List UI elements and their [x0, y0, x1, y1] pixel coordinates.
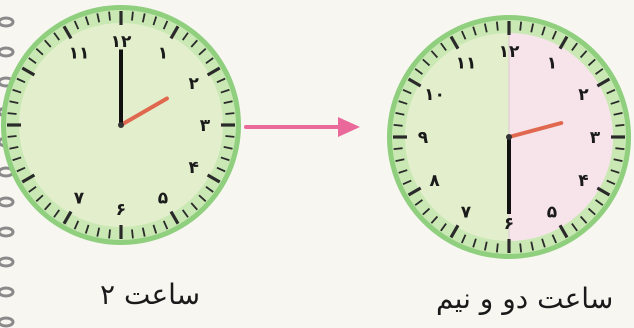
- clock-numeral: ۵: [547, 202, 557, 222]
- spiral-ring: [0, 318, 13, 326]
- clock-numeral: ۳: [590, 128, 601, 148]
- clock-numeral: ۹: [418, 128, 429, 148]
- clock-numeral: ۴: [189, 158, 199, 178]
- caption-two-oclock: ساعت ۲: [100, 278, 200, 311]
- minute-tick: [8, 136, 17, 137]
- clock-two-oclock: ۱۲۱۲۳۴۵۶۷۱۱: [0, 2, 244, 248]
- clock-numeral: ۱: [158, 43, 168, 63]
- minute-tick: [394, 148, 403, 149]
- clock-center-pin: [506, 134, 512, 140]
- caption-half-past-two: ساعت دو و نیم: [436, 282, 613, 315]
- minute-tick: [132, 12, 133, 21]
- minute-tick: [109, 229, 110, 238]
- clock-numeral: ۶: [116, 200, 126, 220]
- clock-numeral: ۱۲: [111, 32, 132, 52]
- clock-numeral: ۷: [74, 189, 85, 209]
- clock-numeral: ۱۱: [69, 43, 90, 63]
- minute-tick: [497, 243, 498, 252]
- clock-numeral: ۲: [189, 74, 200, 94]
- clock-numeral: ۱: [547, 54, 557, 74]
- clock-numeral: ۸: [429, 171, 440, 191]
- clock-numeral: ۶: [504, 214, 514, 234]
- clock-numeral: ۳: [200, 116, 211, 136]
- spiral-ring: [0, 258, 13, 266]
- minute-tick: [615, 148, 624, 149]
- clock-numeral: ۱۱: [456, 54, 477, 74]
- minute-tick: [497, 22, 498, 31]
- minute-tick: [132, 229, 133, 238]
- minute-tick: [520, 22, 521, 31]
- clock-numeral: ۴: [578, 171, 588, 191]
- right-arrow-icon: [244, 112, 362, 142]
- clock-numeral: ۱۲: [499, 42, 520, 62]
- minute-tick: [520, 243, 521, 252]
- minute-tick: [394, 125, 403, 126]
- minute-tick: [615, 125, 624, 126]
- minute-tick: [109, 12, 110, 21]
- clock-center-pin: [118, 122, 124, 128]
- spiral-ring: [0, 288, 13, 296]
- clock-numeral: ۷: [461, 202, 472, 222]
- minute-tick: [8, 113, 17, 114]
- clock-numeral: ۱۰: [424, 85, 445, 105]
- clock-numeral: ۲: [578, 85, 589, 105]
- clock-numeral: ۵: [158, 189, 168, 209]
- minute-tick: [225, 113, 234, 114]
- minute-tick: [225, 136, 234, 137]
